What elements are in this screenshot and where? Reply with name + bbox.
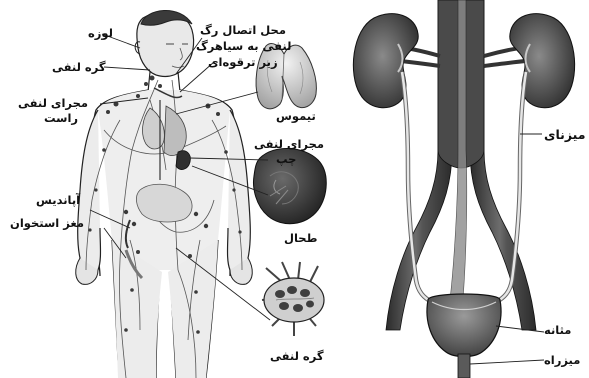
label-appendix: آپاندیس — [36, 194, 80, 207]
label-bladder: مثانه — [544, 324, 571, 337]
label-urethra: میزراه — [544, 354, 580, 367]
urinary-system — [353, 0, 574, 378]
label-right-duct-line1: مجرای لنفی — [18, 97, 88, 110]
label-spleen: طحال — [284, 232, 317, 245]
label-lymph-node-top: گره لنفی — [52, 61, 106, 74]
label-left-duct-line2: چپ — [276, 153, 296, 166]
label-right-duct-line2: راست — [44, 112, 78, 125]
label-junction-line1: محل اتصال رگ — [200, 24, 286, 37]
thymus-organ — [256, 44, 316, 109]
label-lymph-node-bottom: گره لنفی — [270, 350, 324, 363]
label-junction-line3: زیر ترقوه‌ای — [208, 56, 278, 69]
label-junction-line2: لنفی به سیاهرگ — [196, 40, 291, 53]
label-left-duct-line1: مجرای لنفی — [254, 138, 324, 151]
label-ureter: میزنای — [544, 128, 585, 141]
label-thymus: تیموس — [276, 110, 316, 123]
label-tonsil: لوزه — [88, 27, 113, 40]
lymph-node-detail — [262, 262, 324, 336]
label-bone-marrow: مغز استخوان — [10, 217, 84, 230]
